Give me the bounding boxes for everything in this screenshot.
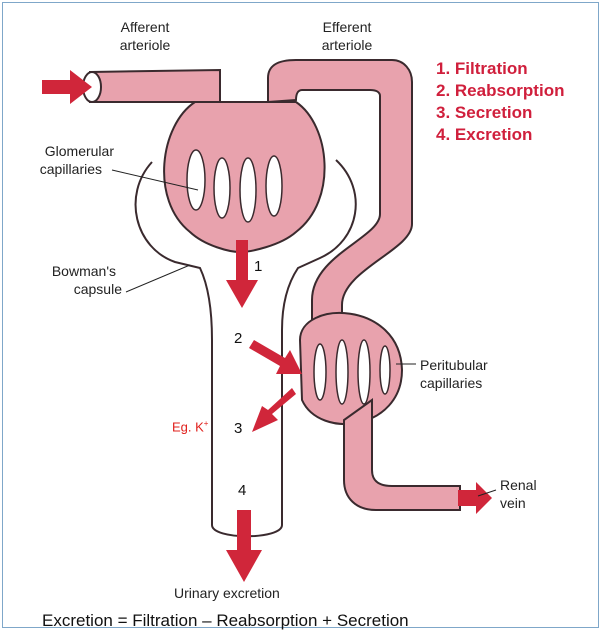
example-text: Eg. K: [172, 419, 204, 434]
step-number-2: 2: [234, 330, 242, 347]
step-number-4: 4: [238, 482, 246, 499]
glomerular-loop: [214, 158, 230, 218]
afferent-label-line2: arteriole: [100, 36, 190, 54]
peritubular-loop: [358, 340, 370, 404]
peritubular-label-line1: Peritubular: [420, 356, 488, 374]
legend-item-excretion: 4. Excretion: [436, 124, 564, 146]
renal-vein-arrow: [458, 482, 492, 514]
renal-label-line2: vein: [500, 494, 526, 512]
renal-label-line1: Renal: [500, 476, 537, 494]
efferent-label-line1: Efferent: [302, 18, 392, 36]
inflow-arrow: [42, 70, 92, 104]
glomerular-loop: [187, 150, 205, 210]
legend-item-filtration: 1. Filtration: [436, 58, 564, 80]
bowmans-label-line2: capsule: [30, 280, 122, 298]
legend-item-reabsorption: 2. Reabsorption: [436, 80, 564, 102]
step-number-1: 1: [254, 258, 262, 275]
example-potassium-note: Eg. K+: [172, 419, 208, 434]
process-legend: 1. Filtration 2. Reabsorption 3. Secreti…: [436, 58, 564, 146]
peritubular-loop: [314, 344, 326, 400]
glomerular-loop: [240, 158, 256, 222]
glomerular-label-line2: capillaries: [6, 160, 102, 178]
peritubular-loop: [380, 346, 390, 394]
glomerular-loop: [266, 156, 282, 216]
renal-vein-vessel: [344, 400, 460, 510]
afferent-arteriole: [90, 70, 220, 102]
bowmans-leader: [126, 265, 190, 292]
excretion-equation: Excretion = Filtration – Reabsorption + …: [42, 611, 409, 631]
efferent-label-line2: arteriole: [302, 36, 392, 54]
peritubular-loop: [336, 340, 348, 404]
legend-item-secretion: 3. Secretion: [436, 102, 564, 124]
example-superscript: +: [204, 419, 209, 428]
bowmans-label-line1: Bowman's: [30, 262, 116, 280]
step-number-3: 3: [234, 420, 242, 437]
afferent-label-line1: Afferent: [100, 18, 190, 36]
peritubular-label-line2: capillaries: [420, 374, 482, 392]
glomerular-label-line1: Glomerular: [6, 142, 114, 160]
urinary-excretion-label: Urinary excretion: [174, 584, 280, 602]
